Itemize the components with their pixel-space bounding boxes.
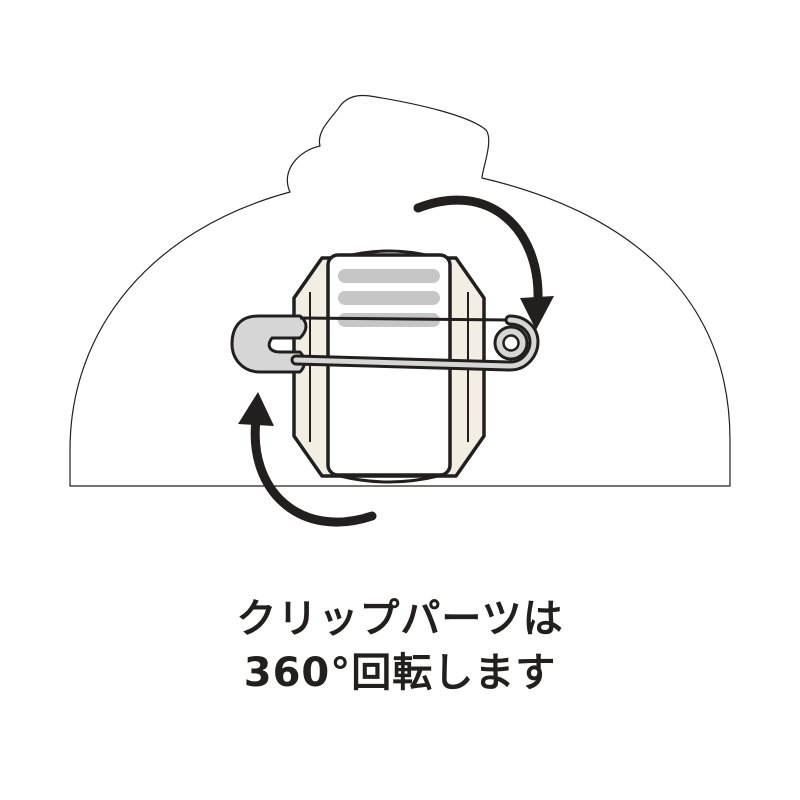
pin-upper-wire bbox=[299, 316, 511, 322]
rotation-diagram bbox=[69, 94, 731, 527]
caption-line-1: クリップパーツは bbox=[236, 596, 564, 642]
arrow-bottom-shaft bbox=[250, 415, 377, 527]
badge-line-1 bbox=[338, 269, 440, 283]
caption-line-2: 360°回転します bbox=[243, 650, 557, 696]
arrow-bottom-head bbox=[238, 392, 274, 426]
arrow-top-shaft bbox=[413, 195, 543, 305]
plate-bottom-edge bbox=[339, 474, 439, 484]
clockwise-arrow-icon bbox=[238, 392, 377, 527]
clockwise-arrow-icon bbox=[413, 195, 554, 330]
pin-lower-bar-fill bbox=[293, 317, 537, 369]
safety-pin-icon bbox=[230, 314, 540, 374]
badge-line-2 bbox=[338, 291, 440, 305]
arrow-top-head bbox=[520, 296, 554, 330]
pin-coil-hole bbox=[502, 334, 520, 352]
